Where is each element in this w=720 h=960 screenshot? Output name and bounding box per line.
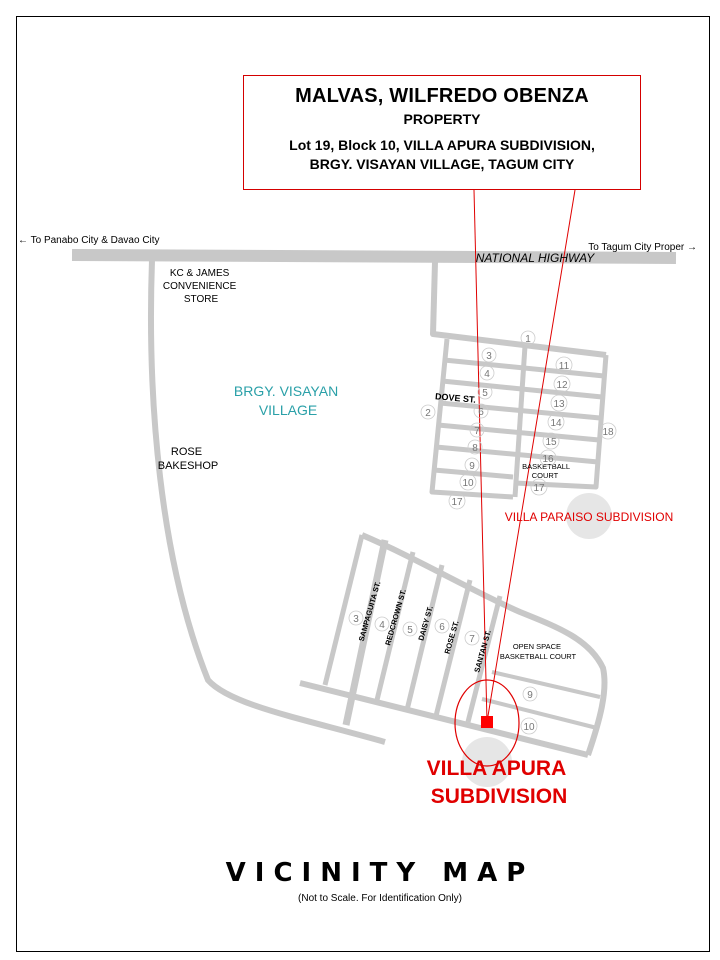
highway-label: NATIONAL HIGHWAY (476, 251, 595, 265)
address-line-1: Lot 19, Block 10, VILLA APURA SUBDIVISIO… (289, 137, 595, 153)
map-title: VICINITY MAP (225, 858, 535, 888)
map-border (16, 16, 710, 952)
villa-apura-label: VILLA APURA SUBDIVISION (427, 757, 572, 808)
rose-street (433, 579, 473, 717)
basketball-court-label: BASKETBALL COURT (522, 462, 572, 480)
santan-street (465, 595, 503, 723)
south-row-2 (481, 697, 598, 730)
lot-marker (481, 716, 493, 728)
block-6: 6 (478, 407, 484, 418)
roads (71, 249, 677, 758)
block-5: 5 (482, 388, 488, 399)
callout-line-right (486, 189, 576, 723)
santan-street-label: SANTAN ST. (472, 629, 493, 673)
block-17-west: 17 (451, 497, 463, 508)
barangay-label: BRGY. VISAYAN VILLAGE (234, 383, 342, 418)
rose-bakeshop-label: ROSE BAKESHOP (158, 446, 219, 472)
south-block-10: 10 (523, 722, 535, 733)
south-row-1 (491, 670, 601, 699)
kc-store-label: KC & JAMES CONVENIENCE STORE (163, 268, 239, 305)
north-mid-street (512, 345, 528, 498)
access-road (430, 261, 607, 358)
south-block-5: 5 (407, 625, 413, 636)
block-8: 8 (472, 443, 478, 454)
block-13: 13 (553, 399, 565, 410)
north-east-street (514, 354, 609, 490)
paraiso-highlight (566, 493, 612, 539)
block-12: 12 (556, 380, 568, 391)
property-title-box: MALVAS, WILFREDO OBENZA PROPERTY Lot 19,… (243, 75, 641, 190)
redcrown-street (374, 551, 416, 701)
apura-highlight (462, 737, 512, 787)
property-address: Lot 19, Block 10, VILLA APURA SUBDIVISIO… (244, 136, 640, 174)
property-label: PROPERTY (403, 111, 481, 127)
row-5 (435, 444, 599, 465)
redcrown-street-label: REDCROWN ST. (383, 588, 408, 646)
block-9: 9 (469, 461, 475, 472)
block-18: 18 (602, 427, 614, 438)
open-space-label: OPEN SPACE BASKETBALL COURT (500, 642, 577, 661)
south-block-6: 6 (439, 622, 445, 633)
south-block-3: 3 (353, 614, 359, 625)
owner-name: MALVAS, WILFREDO OBENZA (295, 85, 589, 107)
south-perimeter (360, 532, 608, 756)
north-west-street (429, 338, 514, 500)
block-7: 7 (474, 426, 480, 437)
paraiso-label: VILLA PARAISO SUBDIVISION (505, 510, 674, 524)
lot-highlight-ellipse (454, 679, 520, 767)
row-1 (443, 357, 605, 379)
south-block-4: 4 (379, 620, 385, 631)
callout-line-left (473, 189, 488, 723)
block-17-east: 17 (533, 483, 545, 494)
block-11: 11 (559, 361, 570, 372)
block-numbers: 1 3 4 5 6 2 7 8 9 10 17 11 12 13 14 15 1… (348, 330, 617, 735)
block-2: 2 (425, 408, 431, 419)
daisy-street (404, 564, 445, 711)
south-block-9: 9 (527, 690, 533, 701)
address-line-2: BRGY. VISAYAN VILLAGE, TAGUM CITY (309, 156, 575, 172)
block-1: 1 (525, 334, 531, 345)
block-10: 10 (462, 478, 474, 489)
row-6 (433, 467, 514, 480)
dove-street-label: DOVE ST. (435, 391, 477, 405)
direction-west: ← To Panabo City & Davao City (18, 235, 160, 246)
block-16: 16 (542, 454, 554, 465)
direction-east: To Tagum City Proper → (588, 242, 697, 253)
national-highway (71, 249, 677, 264)
sampaguita-street (342, 539, 389, 726)
south-bottom-road (299, 680, 589, 758)
block-3: 3 (486, 351, 492, 362)
row-3 (439, 400, 601, 421)
sampaguita-street-label: SAMPAGUITA ST. (357, 580, 383, 642)
western-road (148, 259, 386, 745)
sampaguita-west-street (322, 534, 365, 686)
daisy-street-label: DAISY ST. (416, 605, 434, 642)
block-15: 15 (545, 437, 557, 448)
map-note: (Not to Scale. For Identification Only) (298, 893, 462, 904)
south-block-7: 7 (469, 634, 475, 645)
row-2 (441, 378, 603, 400)
block-14: 14 (550, 418, 562, 429)
row-4 (437, 422, 600, 443)
block-4: 4 (484, 369, 490, 380)
